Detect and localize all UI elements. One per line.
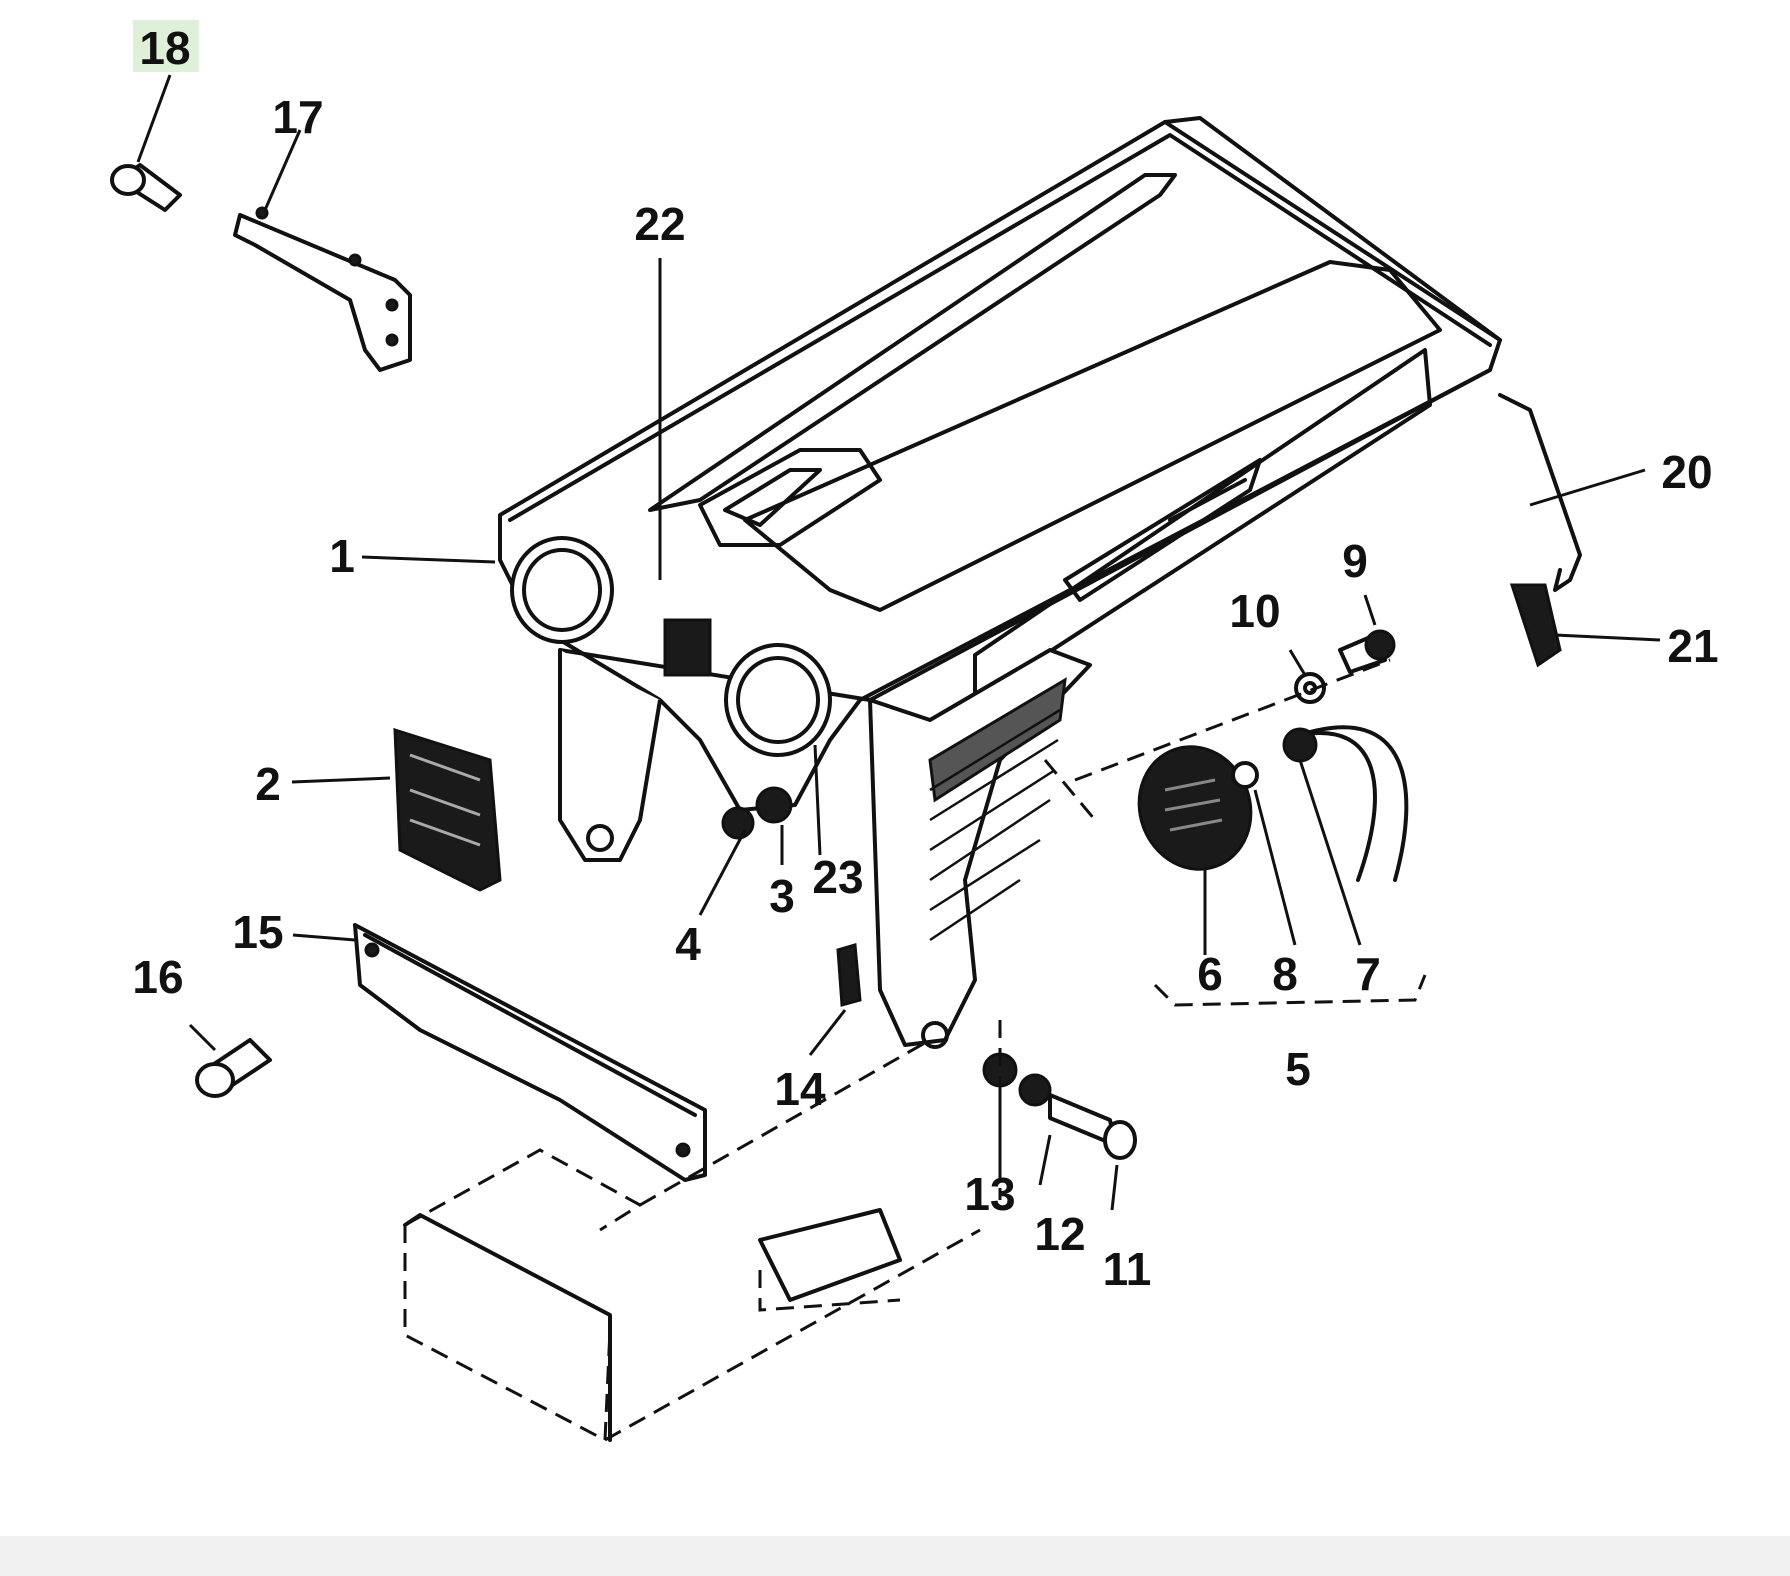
label-23[interactable]: 23 bbox=[812, 851, 863, 903]
label-15[interactable]: 15 bbox=[232, 906, 283, 958]
label-9[interactable]: 9 bbox=[1342, 535, 1368, 587]
chassis-phantom-outline bbox=[403, 658, 1427, 1443]
label-7[interactable]: 7 bbox=[1355, 948, 1381, 1000]
label-6[interactable]: 6 bbox=[1197, 948, 1223, 1000]
label-3[interactable]: 3 bbox=[769, 870, 795, 922]
bolt-18-part[interactable] bbox=[110, 163, 182, 212]
clip-14-part[interactable] bbox=[836, 943, 862, 1007]
label-12[interactable]: 12 bbox=[1034, 1208, 1085, 1260]
label-10[interactable]: 10 bbox=[1229, 585, 1280, 637]
hood-part[interactable] bbox=[498, 116, 1502, 1049]
hood-rod-part[interactable] bbox=[1498, 393, 1582, 592]
label-5[interactable]: 5 bbox=[1285, 1043, 1311, 1095]
bolt-16-part[interactable] bbox=[195, 1038, 272, 1098]
screw-9-part[interactable] bbox=[1338, 629, 1396, 674]
knob-3-part[interactable] bbox=[755, 786, 793, 824]
nut-4-part[interactable] bbox=[721, 806, 755, 840]
label-8[interactable]: 8 bbox=[1272, 948, 1298, 1000]
label-1[interactable]: 1 bbox=[329, 530, 355, 582]
label-2[interactable]: 2 bbox=[255, 758, 281, 810]
label-17[interactable]: 17 bbox=[272, 91, 323, 143]
label-22[interactable]: 22 bbox=[634, 198, 685, 250]
washer-12-part[interactable] bbox=[1018, 1073, 1052, 1107]
socket-wire-part-7[interactable] bbox=[1282, 725, 1409, 882]
label-16[interactable]: 16 bbox=[132, 951, 183, 1003]
work-light-part-6[interactable] bbox=[1122, 731, 1268, 885]
label-13[interactable]: 13 bbox=[964, 1168, 1015, 1220]
label-18-highlight bbox=[133, 20, 199, 72]
label-18[interactable]: 18 bbox=[139, 22, 190, 74]
label-20[interactable]: 20 bbox=[1661, 446, 1712, 498]
handle-part[interactable] bbox=[1509, 583, 1562, 668]
label-21[interactable]: 21 bbox=[1667, 620, 1718, 672]
label-4[interactable]: 4 bbox=[675, 918, 701, 970]
bracket-17-part[interactable] bbox=[233, 206, 412, 372]
callout-labels: 18 17 22 1 2 15 16 4 3 23 14 13 12 11 6 … bbox=[132, 20, 1719, 1295]
leader-lines bbox=[136, 74, 1661, 1211]
grille-insert-part[interactable] bbox=[393, 727, 502, 892]
label-11[interactable]: 11 bbox=[1103, 1243, 1152, 1295]
bulb-part-8[interactable] bbox=[1231, 761, 1259, 789]
label-14[interactable]: 14 bbox=[774, 1063, 826, 1115]
front-plate-part[interactable] bbox=[353, 923, 707, 1182]
bolt-11-part[interactable] bbox=[1048, 1093, 1137, 1160]
bottom-scroll-area bbox=[0, 1536, 1790, 1576]
